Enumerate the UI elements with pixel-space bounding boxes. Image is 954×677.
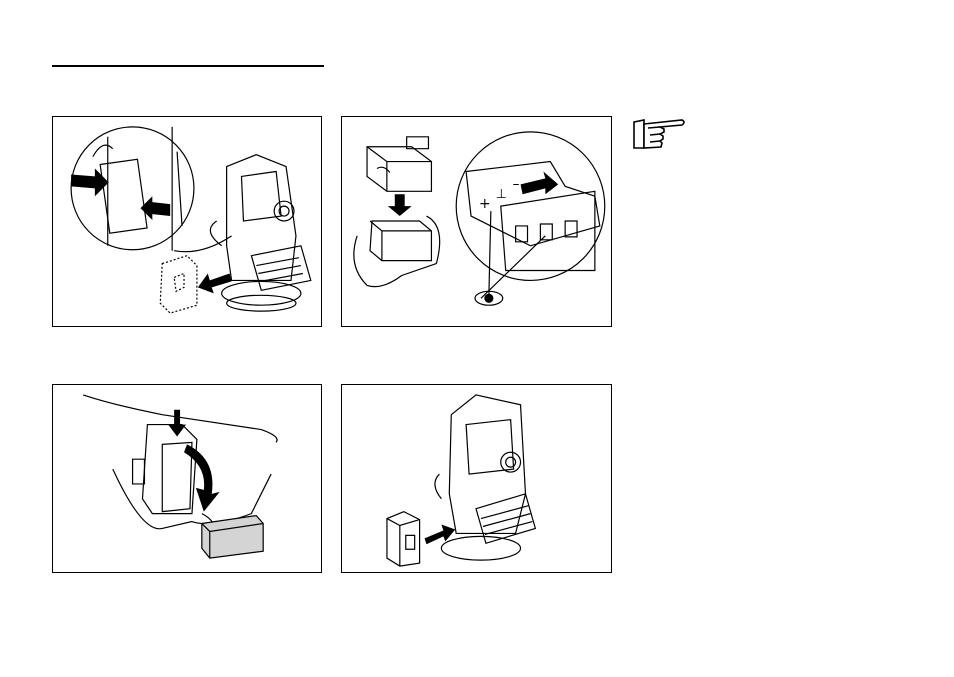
plus-mark: + — [479, 196, 491, 212]
figure-remove-battery-holder — [52, 116, 322, 327]
section-rule — [52, 65, 324, 67]
illustration-open-holder — [53, 385, 321, 572]
ground-mark: ⊥ — [496, 187, 507, 202]
figure-insert-battery-holder — [341, 384, 612, 573]
illustration-battery-polarity: + ⊥ – — [342, 117, 611, 326]
illustration-insert-holder — [342, 385, 611, 572]
figure-open-battery-holder — [52, 384, 322, 573]
figure-insert-battery-polarity: + ⊥ – — [341, 116, 612, 327]
illustration-remove-holder — [53, 117, 321, 326]
pointing-hand-icon — [630, 116, 690, 152]
minus-mark: – — [513, 176, 520, 192]
